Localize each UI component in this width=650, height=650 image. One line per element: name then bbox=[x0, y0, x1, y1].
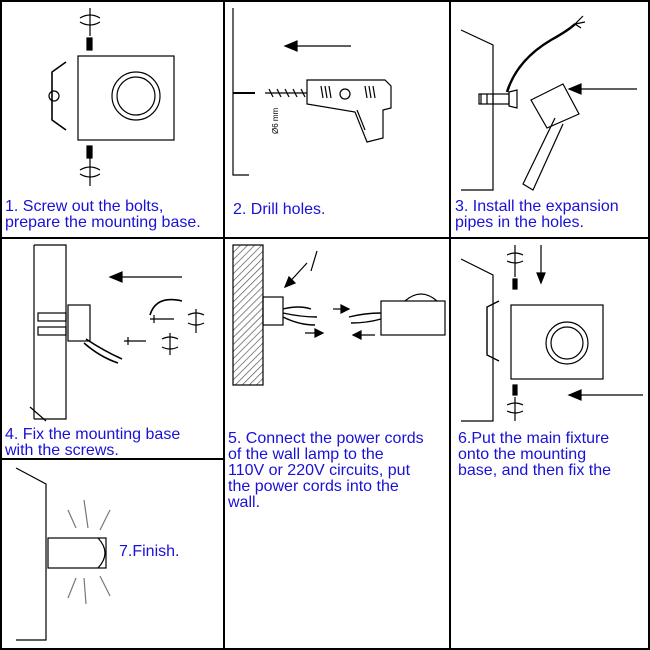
grid-divider-v1 bbox=[223, 0, 225, 650]
wall-section bbox=[460, 29, 494, 191]
step-7-caption: 7.Finish. bbox=[119, 543, 180, 560]
lamp-body bbox=[77, 55, 175, 141]
drill-bit bbox=[265, 88, 307, 98]
drill-icon bbox=[306, 79, 392, 143]
power-cord bbox=[505, 23, 576, 93]
rotate-arrow-icon bbox=[506, 397, 524, 421]
wall-section bbox=[232, 244, 264, 386]
top-bolt bbox=[86, 37, 93, 51]
rotate-arrow-icon bbox=[161, 333, 179, 355]
step-3-caption: 3. Install the expansion pipes in the ho… bbox=[455, 198, 619, 231]
mounting-bracket bbox=[51, 61, 67, 131]
step-4-caption: 4. Fix the mounting base with the screws… bbox=[5, 426, 181, 459]
rotate-arrow-icon bbox=[506, 245, 524, 277]
lamp-wires bbox=[149, 298, 183, 316]
lamp-body bbox=[510, 304, 604, 380]
drill-bit-label: Ø6 mm bbox=[271, 107, 280, 134]
step-1-panel: 1. Screw out the bolts, prepare the moun… bbox=[0, 0, 223, 237]
expansion-pipe bbox=[478, 89, 518, 109]
bottom-bolt bbox=[512, 384, 518, 396]
step-7-illustration bbox=[15, 467, 111, 641]
wall-crack bbox=[29, 406, 47, 422]
step-3-illustration bbox=[460, 15, 637, 191]
lamp-lens-inner-icon bbox=[116, 76, 156, 116]
light-rays-icon bbox=[67, 499, 111, 605]
lamp-body bbox=[380, 300, 446, 336]
lamp-lens-inner-icon bbox=[550, 326, 584, 360]
expansion-pipe bbox=[37, 312, 67, 336]
grid-divider-h2 bbox=[0, 458, 225, 460]
wall-section bbox=[15, 467, 47, 641]
hammer-icon bbox=[522, 83, 580, 191]
rotate-arrow-icon bbox=[187, 309, 205, 333]
lamp-lens-icon bbox=[404, 293, 438, 302]
step-1-illustration bbox=[48, 8, 175, 186]
step-5-illustration bbox=[232, 244, 446, 386]
step-6-caption: 6.Put the main fixture onto the mounting… bbox=[458, 430, 611, 479]
rotate-arrow-icon bbox=[79, 8, 101, 36]
power-cord bbox=[282, 306, 318, 326]
wall-section bbox=[33, 244, 67, 420]
right-arrow-icon bbox=[333, 304, 351, 314]
screw-icon bbox=[124, 337, 146, 345]
bracket-screw bbox=[48, 90, 60, 102]
step-3-panel: 3. Install the expansion pipes in the ho… bbox=[451, 0, 648, 237]
left-arrow-icon bbox=[567, 83, 637, 95]
diagonal-arrow-icon bbox=[283, 262, 308, 289]
mounting-base bbox=[67, 304, 91, 342]
cord-wire-ends bbox=[574, 15, 586, 29]
step-1-caption: 1. Screw out the bolts, prepare the moun… bbox=[5, 198, 201, 231]
lamp-wires bbox=[348, 312, 382, 324]
step-4-illustration bbox=[29, 244, 205, 422]
step-5-panel: 5. Connect the power cords of the wall l… bbox=[225, 239, 449, 648]
step-2-illustration: Ø6 mm bbox=[232, 8, 392, 176]
step-6-illustration bbox=[460, 245, 643, 422]
power-cord bbox=[83, 338, 123, 364]
rotate-arrow-icon bbox=[79, 158, 101, 186]
step-5-caption: 5. Connect the power cords of the wall l… bbox=[228, 430, 424, 511]
screw-icon bbox=[150, 315, 174, 323]
lamp-lens-icon bbox=[97, 537, 106, 569]
lamp-lens-outer-icon bbox=[545, 321, 589, 365]
step-2-caption: 2. Drill holes. bbox=[233, 201, 326, 218]
top-bolt bbox=[512, 278, 518, 290]
wall-section bbox=[460, 258, 494, 422]
step-6-panel: 6.Put the main fixture onto the mounting… bbox=[451, 239, 648, 648]
down-arrow-icon bbox=[536, 245, 546, 285]
grid-divider-h1 bbox=[0, 237, 650, 239]
wire-guide-line bbox=[310, 250, 318, 272]
step-4-panel: 4. Fix the mounting base with the screws… bbox=[0, 239, 223, 459]
left-arrow-icon bbox=[567, 389, 643, 401]
left-arrow-icon bbox=[351, 330, 375, 340]
mounting-bracket bbox=[486, 300, 500, 362]
lamp-lens-outer-icon bbox=[111, 71, 161, 121]
right-arrow-icon bbox=[305, 328, 325, 338]
left-arrow-icon bbox=[108, 271, 182, 283]
left-arrow-icon bbox=[283, 40, 351, 52]
grid-divider-v2 bbox=[449, 0, 451, 650]
step-7-panel: 7.Finish. bbox=[0, 460, 223, 648]
mounting-base bbox=[262, 296, 284, 326]
wall-section bbox=[232, 8, 249, 176]
step-2-panel: Ø6 mm 2. Drill holes. bbox=[225, 0, 449, 237]
bottom-bolt bbox=[86, 145, 93, 159]
lamp-body bbox=[47, 537, 107, 569]
